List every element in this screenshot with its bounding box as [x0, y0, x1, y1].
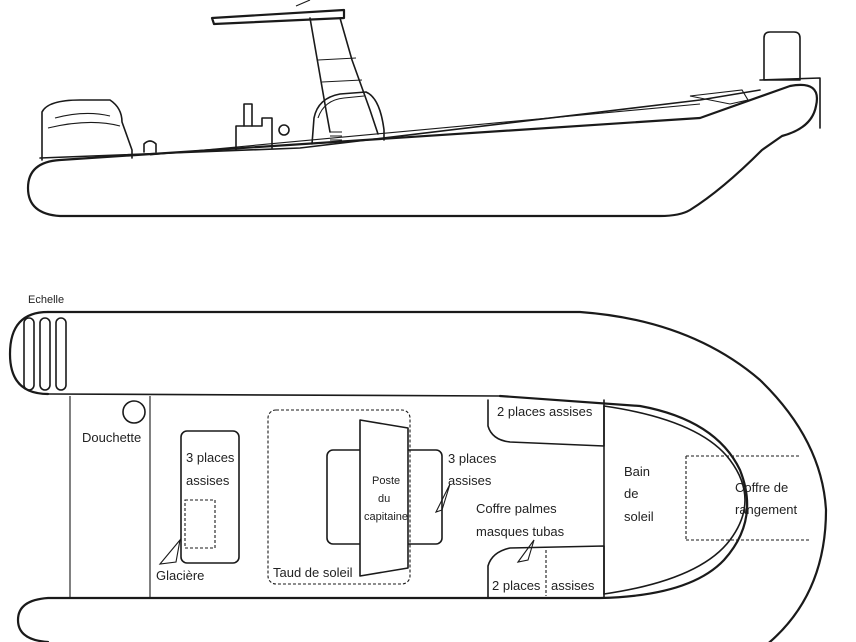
hull-tube-side — [26, 83, 819, 218]
label-3-places-left-1: 3 places — [186, 450, 235, 465]
taud-de-soleil-box — [267, 409, 411, 585]
poste-capitaine-console — [359, 419, 409, 577]
coffre-rangement-box — [685, 455, 810, 541]
hull-tube-outer-left — [8, 310, 50, 396]
label-glaciere: Glacière — [156, 568, 204, 583]
label-bain-2: de — [624, 486, 638, 501]
label-2-places-bottom-2: assises — [551, 578, 595, 593]
console-window — [317, 95, 365, 119]
label-taud-de-soleil: Taud de soleil — [273, 565, 353, 580]
seat-2-places-top — [487, 399, 605, 447]
hull-tube-outer — [46, 310, 828, 642]
deck-rail — [39, 89, 761, 159]
label-echelle: Echelle — [28, 294, 64, 306]
stern-cleat — [143, 140, 157, 153]
label-poste-3: capitaine — [364, 511, 408, 523]
t-top-antenna — [295, 0, 311, 7]
bow-post-base — [759, 77, 821, 129]
console-vent — [330, 131, 342, 141]
label-2-places-top: 2 places assises — [497, 404, 593, 419]
hull-tube-bottom — [16, 394, 749, 642]
label-poste-2: du — [378, 493, 390, 505]
seat-3-places-left — [180, 430, 240, 564]
bow-post — [763, 31, 801, 81]
ladder-rung-2 — [39, 317, 51, 391]
t-top-frame-bars — [317, 57, 363, 83]
label-poste-1: Poste — [372, 475, 400, 487]
deck-rail-inner — [149, 103, 701, 156]
label-coffre-palmes-1: Coffre palmes — [476, 501, 557, 516]
label-3-places-right-2: assises — [448, 473, 492, 488]
helm-knob — [278, 124, 290, 136]
console-side — [311, 91, 385, 145]
helm-seat-side — [235, 117, 273, 151]
ladder-rung-3 — [55, 317, 67, 391]
douchette-icon — [122, 400, 146, 424]
boat-top-view — [8, 310, 828, 642]
label-douchette: Douchette — [82, 430, 141, 445]
label-3-places-right-1: 3 places — [448, 451, 497, 466]
glaciere-box — [184, 499, 216, 549]
outboard-motor-cowl — [47, 121, 121, 129]
bow-rail-detail — [689, 89, 749, 105]
label-bain-1: Bain — [624, 464, 650, 479]
label-coffre-palmes-2: masques tubas — [476, 524, 565, 539]
bow-inner-curve — [603, 405, 746, 595]
labels: Echelle Douchette 3 places assises Glaci… — [28, 294, 798, 593]
label-3-places-left-2: assises — [186, 473, 230, 488]
label-bain-3: soleil — [624, 509, 654, 524]
helm-seat-post — [243, 103, 253, 127]
t-top-frame — [309, 17, 379, 135]
boat-side-view — [26, 0, 821, 218]
seat-right-pointer — [434, 483, 451, 513]
deck-inner-line — [47, 393, 501, 397]
coffre-palmes-pointer — [516, 539, 535, 563]
label-coffre-rangement-2: rangement — [735, 502, 798, 517]
label-2-places-bottom-1: 2 places — [492, 578, 541, 593]
t-top-canopy — [210, 8, 346, 26]
outboard-motor — [41, 99, 133, 161]
ladder — [23, 317, 67, 391]
ladder-rung-1 — [23, 317, 35, 391]
label-coffre-rangement-1: Coffre de — [735, 480, 788, 495]
outboard-motor-cowl-2 — [54, 112, 111, 119]
seat-2-places-bottom — [487, 545, 605, 599]
glaciere-pointer — [158, 538, 181, 565]
